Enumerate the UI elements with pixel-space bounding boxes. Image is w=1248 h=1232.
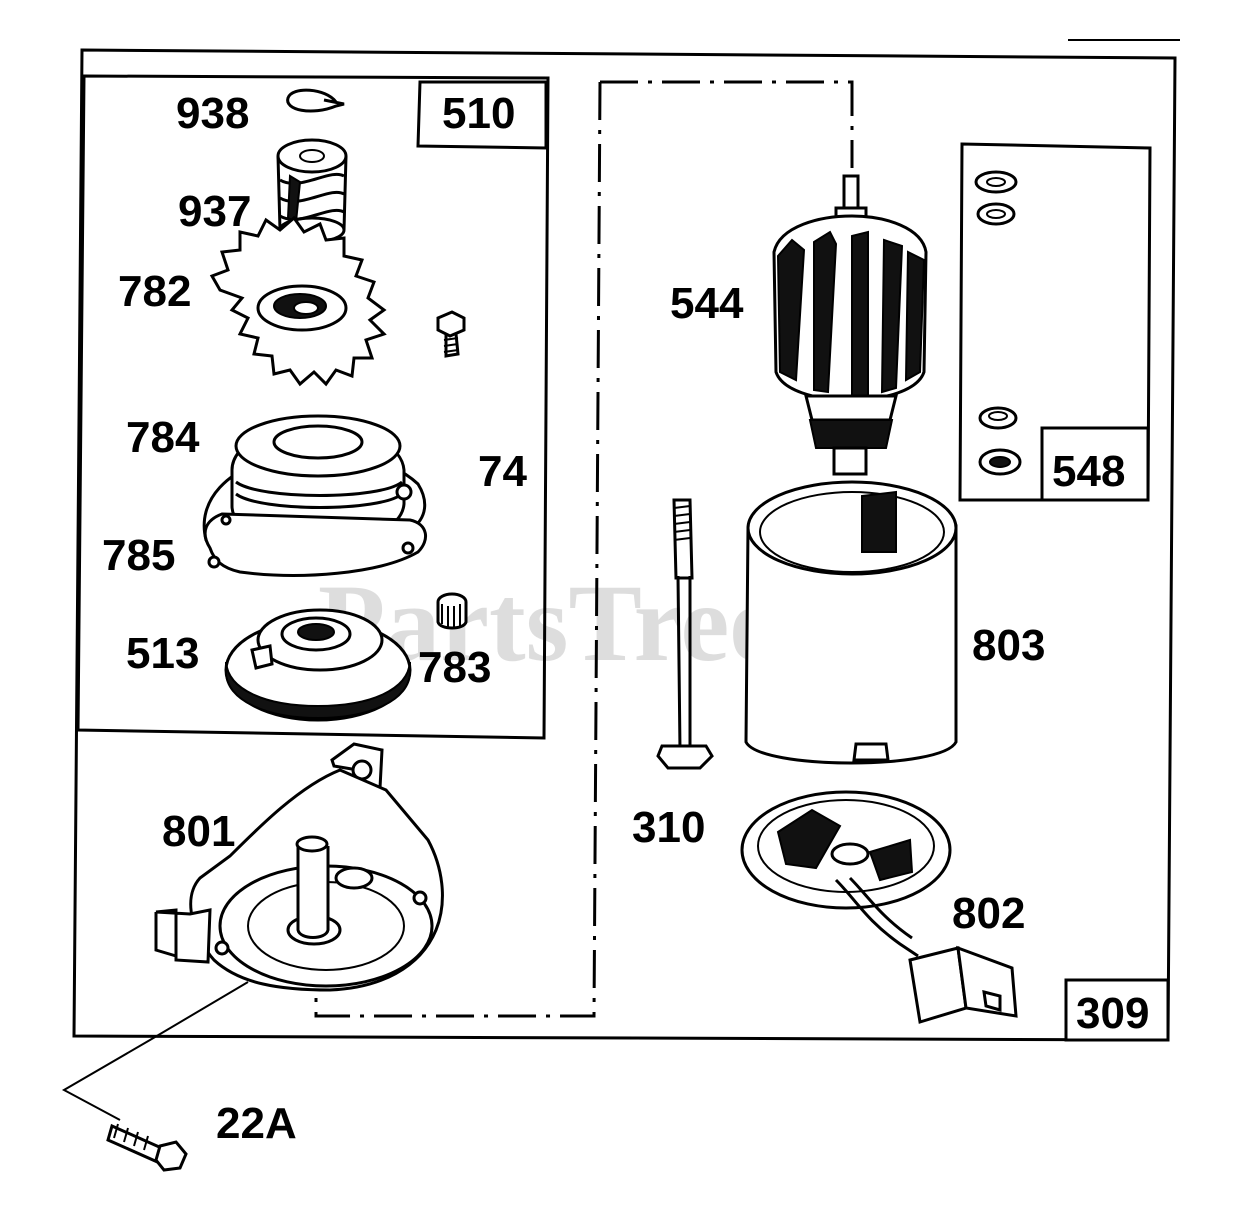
part-label-938: 938 [176,89,249,138]
part-label-782: 782 [118,267,191,316]
part-label-513: 513 [126,629,199,678]
drive-end-cap-801-icon [154,742,444,992]
armature-544-icon [772,174,928,476]
housing-803-icon [744,480,958,765]
gear-kit-box [76,74,550,740]
brush-kit-box-label-frame [1040,426,1150,502]
part-label-22a: 22A [216,1099,297,1148]
spring-937-icon [276,138,348,244]
pinion-gear-782-icon [209,215,387,387]
part-label-785: 785 [102,531,175,580]
end-cap-assembly-802-icon [740,790,1018,1024]
gear-513-icon [224,608,412,722]
main-box-label-frame [1064,978,1170,1042]
screw-22a-leader [61,981,249,1121]
part-label-544: 544 [670,279,744,328]
part-label-803: 803 [972,621,1045,670]
part-label-74: 74 [478,447,527,496]
part-label-784: 784 [126,413,200,462]
assembly-centerline [314,80,854,1018]
gear-kit-box-label-frame [416,80,548,150]
screw-22a-icon [106,1123,188,1172]
thru-bolt-310-icon [656,498,714,770]
main-box-number: 309 [1076,989,1149,1038]
part-label-802: 802 [952,889,1025,938]
part-label-783: 783 [418,643,491,692]
part-label-310: 310 [632,803,705,852]
retaining-ring-938-icon [286,88,345,113]
washer-kit-548-icon [974,170,1022,476]
gear-kit-box-number: 510 [442,89,515,138]
brush-kit-box-number: 548 [1052,447,1125,496]
gasket-785-icon [203,512,427,577]
pinion-783-icon [436,592,468,630]
screw-74-icon [436,310,466,358]
part-label-801: 801 [162,807,235,856]
part-label-937: 937 [178,187,251,236]
